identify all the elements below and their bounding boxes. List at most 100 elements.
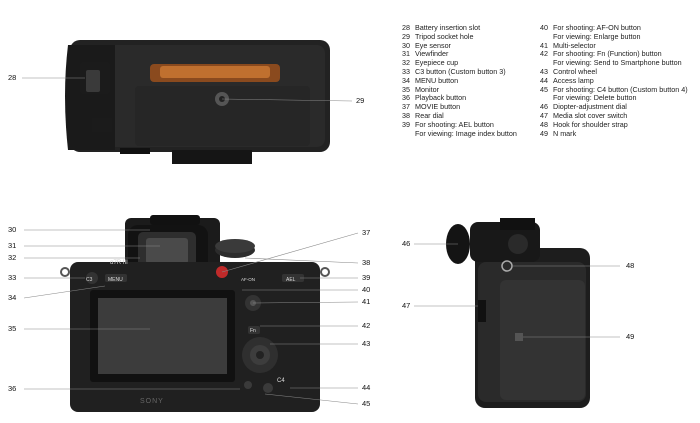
legend-item: 34 MENU button [402,75,537,86]
callout-33: 33 [8,273,17,282]
callout-30: 30 [8,225,17,234]
legend-item: For viewing: Image index button [402,128,537,139]
legend-text: Tripod socket hole [415,31,474,41]
legend-text: N mark [553,128,577,138]
legend-number: 35 [402,84,410,94]
legend-text: For shooting: C4 button (Custom button 4… [553,84,688,94]
camera-bottom-view [65,40,330,164]
legend-text: Eye sensor [415,40,451,50]
callout-28: 28 [8,73,17,82]
callout-38: 38 [362,258,371,267]
callout-47: 47 [402,301,411,310]
legend-number: 48 [540,119,548,129]
legend-text: Multi-selector [553,40,596,50]
callout-49: 49 [626,332,635,341]
legend-item: For viewing: Delete button [540,94,696,103]
legend-text: Hook for shoulder strap [553,119,628,129]
afon-marking: AF-ON [241,277,255,282]
legend-item: 41 Multi-selector [540,40,696,51]
legend-text: For viewing: Image index button [415,128,517,138]
c3-marking: C3 [86,277,93,283]
legend-number: 45 [540,84,548,94]
legend-text: Rear dial [415,110,444,120]
legend-text: MOVIE button [415,102,461,112]
legend-item: 38 Rear dial [402,110,537,121]
legend-number: 30 [402,40,410,50]
callout-34: 34 [8,293,17,302]
legend-item: 31 Viewfinder [402,50,537,59]
legend-number: 49 [540,128,548,138]
legend-number: 44 [540,75,548,85]
callout-40: 40 [362,285,371,294]
legend-text: For shooting: Fn (Function) button [553,49,662,59]
legend-text: For viewing: Enlarge button [553,31,641,41]
legend-item: 48 Hook for shoulder strap [540,119,696,130]
legend-number: 36 [402,93,410,103]
legend-item: 30 Eye sensor [402,40,537,51]
callout-37: 37 [362,228,371,237]
callout-35: 35 [8,324,17,333]
legend-number: 28 [402,23,410,32]
legend-item: 44 Access lamp [540,75,696,86]
legend-number: 46 [540,102,548,112]
legend-number: 38 [402,110,410,120]
camera-side-view [446,218,590,408]
legend-item: 45 For shooting: C4 button (Custom button… [540,84,696,95]
legend-item: 37 MOVIE button [402,102,537,112]
legend-number [402,130,415,139]
legend-number: 40 [540,23,548,32]
legend-text: For viewing: Send to Smartphone button [553,58,682,68]
callout-39: 39 [362,273,371,282]
model-badge: α7R III [110,260,128,266]
legend-text: For shooting: AEL button [415,119,494,129]
menu-marking: MENU [108,277,123,283]
callout-31: 31 [8,241,17,250]
legend-number: 43 [540,66,548,76]
legend-item: For viewing: Send to Smartphone button [540,58,696,68]
callout-45: 45 [362,399,371,408]
callout-42: 42 [362,321,371,330]
legend-item: 47 Media slot cover switch [540,110,696,121]
callout-41: 41 [362,297,371,306]
ael-marking: AEL [286,277,296,283]
legend-text: Playback button [415,93,467,103]
legend-item: 35 Monitor [402,84,537,95]
legend-text: Viewfinder [415,49,449,59]
legend-text: C3 button (Custom button 3) [415,66,506,76]
legend-item: 43 Control wheel [540,66,696,77]
legend-text: Access lamp [553,75,594,85]
callout-46: 46 [402,239,411,248]
legend-number: 32 [402,58,410,68]
legend-item: 49 N mark [540,128,696,139]
legend-text: Diopter-adjustment dial [553,102,627,112]
legend-item: 33 C3 button (Custom button 3) [402,66,537,77]
callout-36: 36 [8,384,17,393]
legend-number: 34 [402,75,410,85]
legend-text: For viewing: Delete button [553,93,637,103]
legend-text: Control wheel [553,66,597,76]
legend-number: 33 [402,66,410,76]
brand-marking: SONY [140,398,164,405]
legend-text: Monitor [415,84,439,94]
fn-marking: Fn [250,328,256,334]
callout-44: 44 [362,383,371,392]
legend-text: Eyepiece cup [415,58,459,68]
legend-number: 31 [402,49,410,59]
legend-number: 47 [540,110,548,120]
legend-number: 41 [540,40,548,50]
legend-text: Media slot cover switch [553,110,628,120]
legend-item: 46 Diopter-adjustment dial [540,102,696,112]
callout-43: 43 [362,339,371,348]
legend-item: For viewing: Enlarge button [540,31,696,42]
legend-number: 29 [402,31,410,41]
legend-text: MENU button [415,75,459,85]
leader-lines [22,77,620,405]
legend-item: 32 Eyepiece cup [402,58,537,68]
legend-number: 37 [402,102,410,112]
